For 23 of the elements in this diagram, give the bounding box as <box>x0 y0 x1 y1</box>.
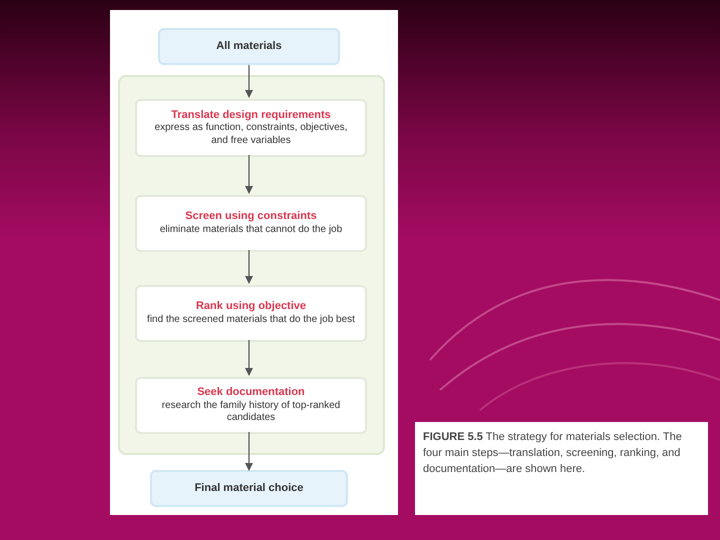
step-heading: Rank using objective <box>196 300 306 314</box>
arrow <box>245 65 253 98</box>
step-box <box>135 285 367 342</box>
step-box <box>135 99 367 157</box>
step-heading: Screen using constraints <box>185 210 317 224</box>
step-box <box>135 195 367 252</box>
figure-caption: FIGURE 5.5 The strategy for materials selection. The four main steps—translation, screening, ranking, and documentation—are shown here. <box>423 430 683 477</box>
step-description: express as function, constraints, objectives, and free variables <box>154 122 348 148</box>
terminal-box <box>150 470 348 507</box>
terminal-label: Final material choice <box>194 481 304 496</box>
terminal-label: All materials <box>216 39 282 54</box>
arrow <box>245 250 253 284</box>
step-heading: Seek documentation <box>197 386 305 400</box>
arrow <box>245 432 253 471</box>
stage-panel <box>118 75 385 455</box>
arrow <box>245 155 253 194</box>
step-description: research the family history of top-ranked candidates <box>160 400 342 425</box>
step-description: eliminate materials that cannot do the job <box>160 224 342 237</box>
step-box <box>135 377 367 434</box>
terminal-box <box>158 28 340 65</box>
step-heading: Translate design requirements <box>171 108 331 122</box>
arrow <box>245 340 253 376</box>
step-description: find the screened materials that do the job best <box>147 314 355 327</box>
